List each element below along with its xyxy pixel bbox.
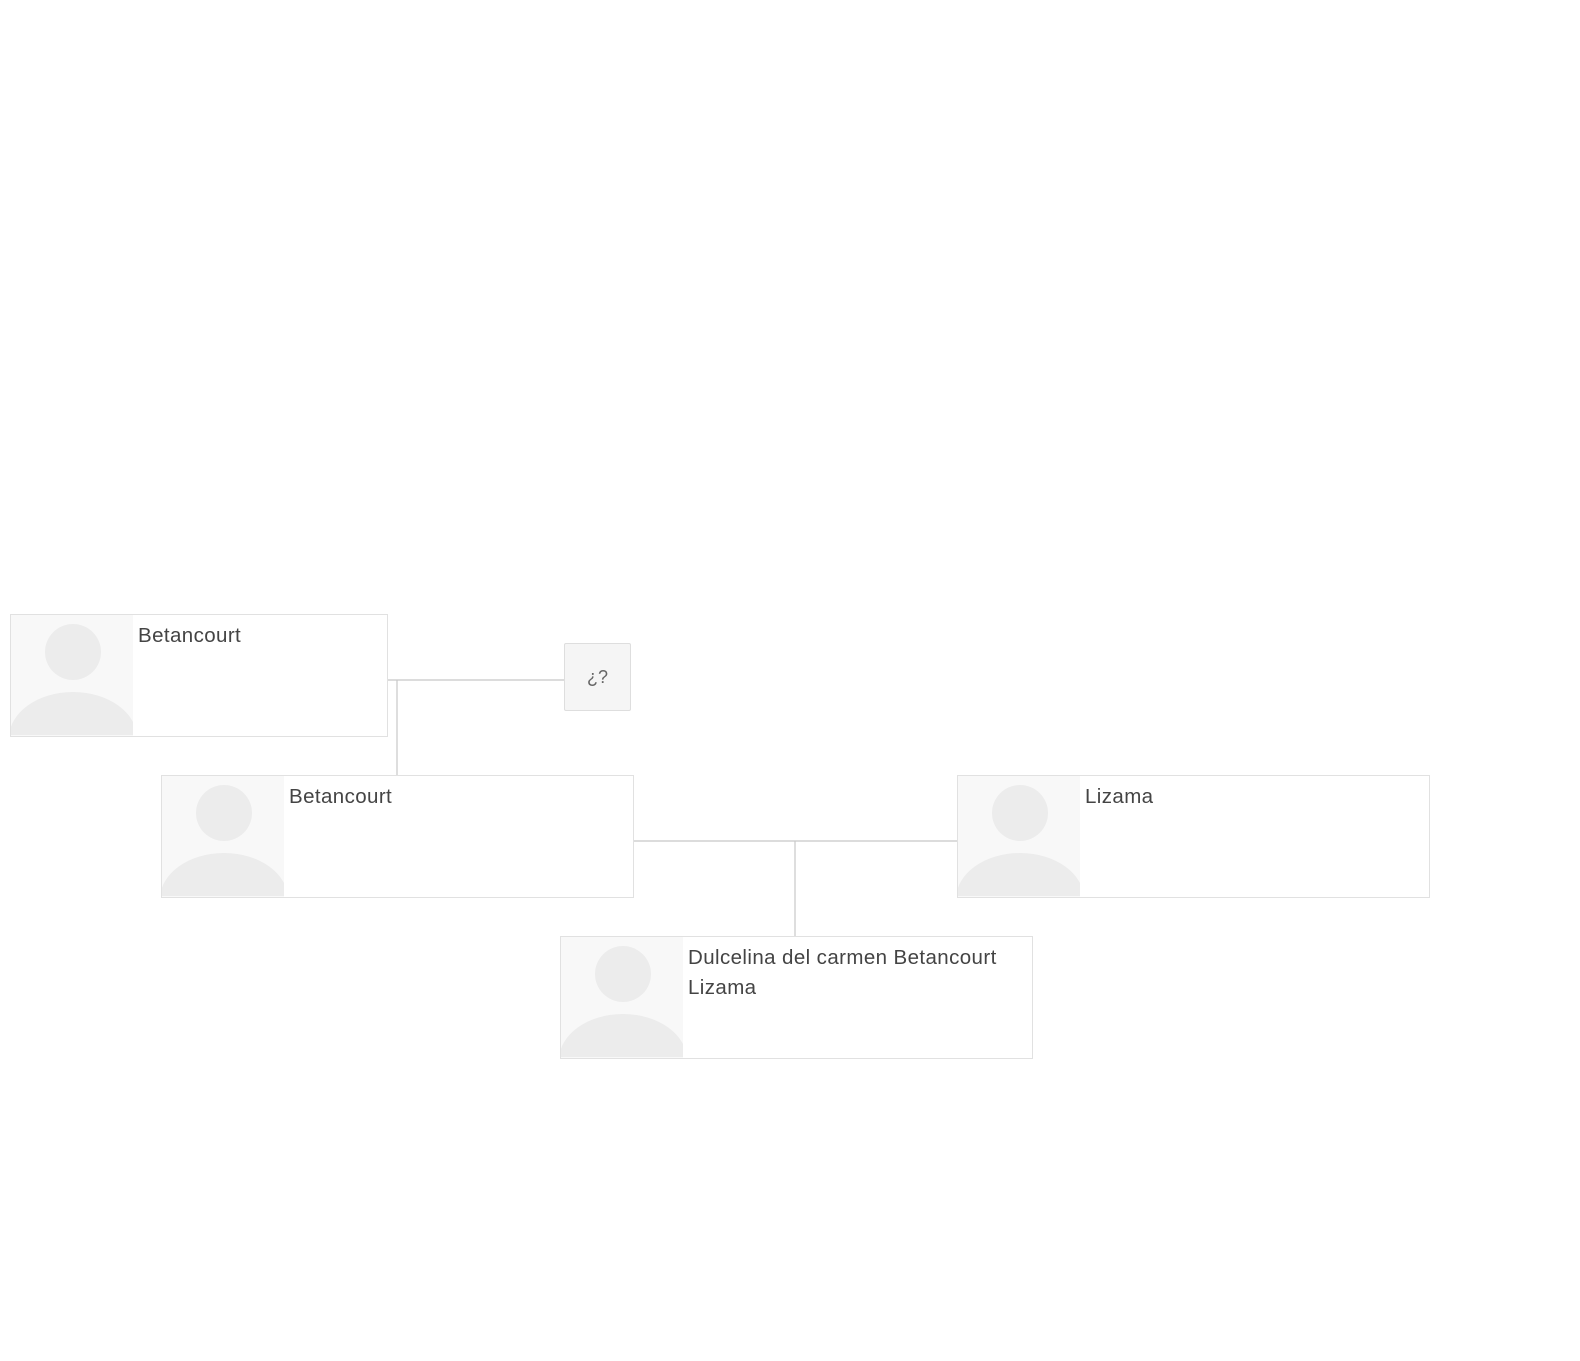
person-card-mother[interactable]: Lizama	[957, 775, 1430, 898]
person-card-child[interactable]: Dulcelina del carmen Betancourt Lizama	[560, 936, 1033, 1059]
avatar	[11, 615, 133, 736]
person-silhouette-icon	[561, 946, 683, 1057]
person-name: Dulcelina del carmen Betancourt Lizama	[688, 946, 997, 999]
person-card-father[interactable]: Betancourt	[161, 775, 634, 898]
unknown-spouse-label: ¿?	[586, 666, 608, 687]
person-silhouette-icon	[11, 624, 133, 735]
avatar	[561, 937, 683, 1058]
unknown-spouse-card[interactable]: ¿?	[564, 643, 631, 711]
person-silhouette-icon	[162, 785, 284, 896]
person-silhouette-icon	[958, 785, 1080, 896]
person-card-grandfather[interactable]: Betancourt	[10, 614, 388, 737]
person-name: Betancourt	[289, 785, 393, 808]
person-name: Betancourt	[138, 624, 242, 647]
person-name: Lizama	[1085, 785, 1154, 808]
avatar	[958, 776, 1080, 897]
avatar	[162, 776, 284, 897]
